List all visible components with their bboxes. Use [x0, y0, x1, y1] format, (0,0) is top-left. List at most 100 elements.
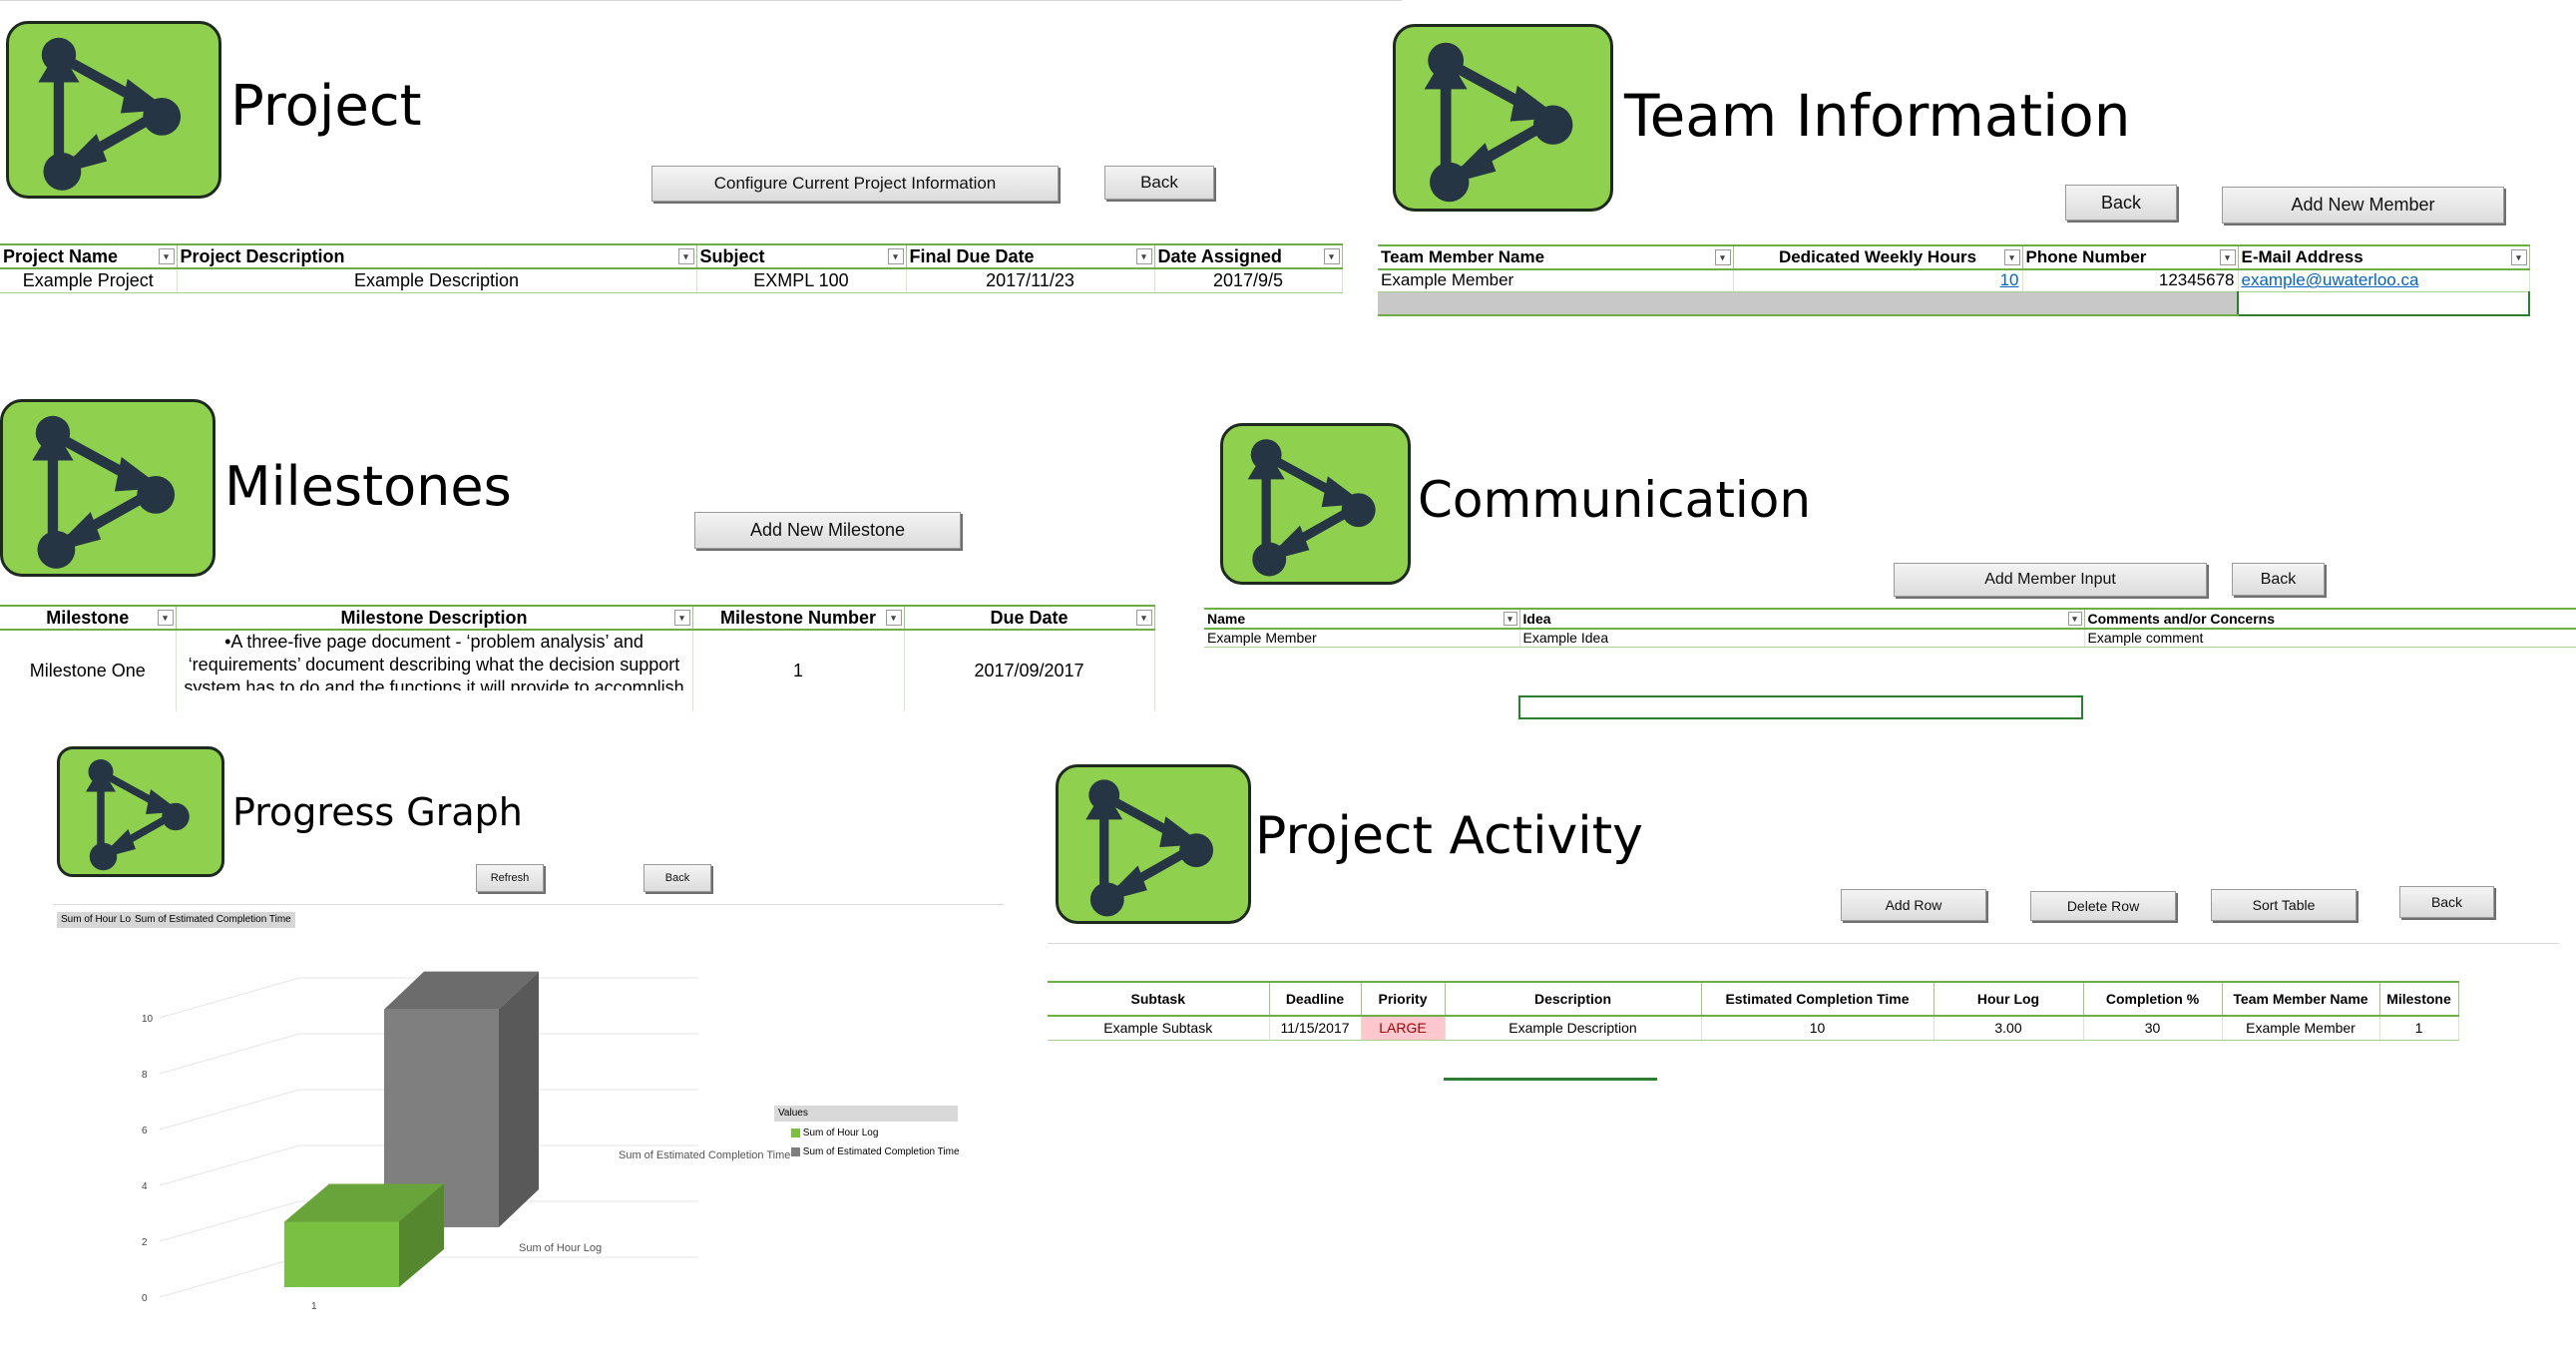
- chart-bar-front: [284, 1221, 399, 1287]
- team-cell-phone[interactable]: 12345678: [2022, 269, 2239, 292]
- chart-gridline: [159, 1089, 698, 1131]
- project-cell-description[interactable]: Example Description: [177, 268, 697, 293]
- table-row[interactable]: Example Project Example Description EXMP…: [0, 268, 1343, 293]
- activity-header-deadline[interactable]: Deadline: [1269, 981, 1362, 1017]
- project-cell-date-assigned[interactable]: 2017/9/5: [1154, 268, 1343, 293]
- communication-selected-cell[interactable]: [1518, 695, 2083, 719]
- team-cell-hours[interactable]: 10: [1733, 269, 2023, 292]
- filter-dropdown-icon[interactable]: ▾: [885, 610, 902, 626]
- table-row[interactable]: Example Member Example Idea Example comm…: [1204, 629, 2576, 648]
- chart-bars: [284, 971, 539, 1287]
- project-header-date-assigned[interactable]: Date Assigned▾: [1154, 243, 1343, 269]
- team-cell-name[interactable]: Example Member: [1378, 269, 1734, 292]
- team-back-button[interactable]: Back: [2065, 185, 2177, 221]
- configure-project-button[interactable]: Configure Current Project Information: [651, 166, 1059, 202]
- milestones-title: Milestones: [224, 455, 512, 518]
- pivot-field-button[interactable]: Sum of Estimated Completion Time: [131, 912, 295, 928]
- milestones-cell-number[interactable]: 1: [692, 630, 905, 711]
- activity-cell-milestone[interactable]: 1: [2379, 1016, 2459, 1041]
- communication-header-idea[interactable]: Idea▾: [1519, 608, 2085, 630]
- project-cell-subject[interactable]: EXMPL 100: [696, 268, 907, 293]
- communication-cell-name[interactable]: Example Member: [1204, 629, 1520, 648]
- project-header-name[interactable]: Project Name▾: [0, 243, 178, 269]
- activity-header-milestone[interactable]: Milestone: [2379, 981, 2459, 1017]
- project-cell-final-due[interactable]: 2017/11/23: [906, 268, 1155, 293]
- activity-cell-hour-log[interactable]: 3.00: [1933, 1016, 2084, 1041]
- team-header-hours[interactable]: Dedicated Weekly Hours▾: [1733, 244, 2023, 270]
- filter-dropdown-icon[interactable]: ▾: [1503, 612, 1517, 626]
- filter-dropdown-icon[interactable]: ▾: [1135, 610, 1152, 626]
- activity-cell-completion[interactable]: 30: [2083, 1016, 2223, 1041]
- communication-header-comments[interactable]: Comments and/or Concerns: [2084, 608, 2576, 630]
- milestones-header-due[interactable]: Due Date▾: [904, 605, 1155, 631]
- milestones-header-description[interactable]: Milestone Description▾: [176, 605, 693, 631]
- project-cell-name[interactable]: Example Project: [0, 268, 178, 293]
- table-row[interactable]: Milestone One •A three-five page documen…: [0, 630, 1155, 711]
- activity-selected-cell-edge: [1444, 1078, 1657, 1081]
- filter-dropdown-icon[interactable]: ▾: [2003, 249, 2020, 265]
- activity-cell-member[interactable]: Example Member: [2222, 1016, 2380, 1041]
- project-header-subject[interactable]: Subject▾: [696, 243, 907, 269]
- milestones-header-number[interactable]: Milestone Number▾: [692, 605, 905, 631]
- activity-back-button[interactable]: Back: [2399, 886, 2494, 918]
- communication-cell-comment[interactable]: Example comment: [2084, 629, 2576, 648]
- chart-bar-side: [399, 1183, 444, 1287]
- filter-dropdown-icon[interactable]: ▾: [2219, 249, 2236, 265]
- communication-header-name[interactable]: Name▾: [1204, 608, 1520, 630]
- project-header-final-due[interactable]: Final Due Date▾: [906, 243, 1155, 269]
- filter-dropdown-icon[interactable]: ▾: [157, 610, 174, 626]
- milestones-header-milestone[interactable]: Milestone▾: [0, 605, 177, 631]
- activity-cell-description[interactable]: Example Description: [1445, 1016, 1702, 1041]
- team-header-email[interactable]: E-Mail Address▾: [2238, 244, 2530, 270]
- team-selected-cell[interactable]: [2237, 291, 2530, 316]
- communication-cell-idea[interactable]: Example Idea: [1519, 629, 2085, 648]
- team-header-phone[interactable]: Phone Number▾: [2022, 244, 2239, 270]
- activity-header-description[interactable]: Description: [1445, 981, 1702, 1017]
- chart-bar-estimated-time[interactable]: [384, 971, 539, 1227]
- milestones-cell-description[interactable]: •A three-five page document - ‘problem a…: [176, 630, 693, 711]
- filter-dropdown-icon[interactable]: ▾: [2510, 249, 2527, 265]
- add-row-button[interactable]: Add Row: [1841, 889, 1986, 921]
- team-cell-email[interactable]: example@uwaterloo.ca: [2238, 269, 2530, 292]
- table-row[interactable]: [1378, 291, 2530, 316]
- activity-header-hour-log[interactable]: Hour Log: [1933, 981, 2084, 1017]
- activity-header-completion[interactable]: Completion %: [2083, 981, 2223, 1017]
- pivot-field-button[interactable]: Sum of Hour Log: [57, 912, 141, 928]
- activity-cell-subtask[interactable]: Example Subtask: [1048, 1016, 1270, 1041]
- delete-row-button[interactable]: Delete Row: [2030, 891, 2176, 921]
- team-empty-row-cell[interactable]: [1378, 291, 2239, 316]
- team-header-name[interactable]: Team Member Name▾: [1378, 244, 1734, 270]
- filter-dropdown-icon[interactable]: ▾: [1135, 248, 1152, 264]
- filter-dropdown-icon[interactable]: ▾: [158, 248, 175, 264]
- filter-dropdown-icon[interactable]: ▾: [1714, 249, 1731, 265]
- chart-legend-item: Sum of Estimated Completion Time: [791, 1146, 960, 1157]
- milestones-cell-due[interactable]: 2017/09/2017: [904, 630, 1155, 711]
- filter-dropdown-icon[interactable]: ▾: [1323, 248, 1340, 264]
- activity-header-priority[interactable]: Priority: [1361, 981, 1446, 1017]
- refresh-button[interactable]: Refresh: [476, 864, 544, 892]
- filter-dropdown-icon[interactable]: ▾: [673, 610, 690, 626]
- milestone-description-line: system has to do and the functions it wi…: [184, 678, 684, 690]
- add-new-member-button[interactable]: Add New Member: [2222, 187, 2504, 224]
- activity-cell-estimated-time[interactable]: 10: [1701, 1016, 1934, 1041]
- project-back-button[interactable]: Back: [1104, 166, 1214, 200]
- filter-dropdown-icon[interactable]: ▾: [2067, 612, 2082, 626]
- milestones-cell-name[interactable]: Milestone One: [0, 630, 177, 711]
- activity-cell-priority[interactable]: LARGE: [1361, 1016, 1446, 1041]
- communication-back-button[interactable]: Back: [2232, 563, 2325, 596]
- activity-header-member[interactable]: Team Member Name: [2222, 981, 2380, 1017]
- progress-back-button[interactable]: Back: [644, 864, 711, 892]
- add-new-milestone-button[interactable]: Add New Milestone: [694, 512, 961, 549]
- project-header-description[interactable]: Project Description▾: [177, 243, 697, 269]
- activity-header-estimated-time[interactable]: Estimated Completion Time: [1701, 981, 1934, 1017]
- add-member-input-button[interactable]: Add Member Input: [1894, 563, 2207, 597]
- chart-bar-hour-log[interactable]: [284, 1183, 444, 1287]
- sort-table-button[interactable]: Sort Table: [2211, 889, 2357, 921]
- activity-header-subtask[interactable]: Subtask: [1048, 981, 1270, 1017]
- activity-cell-deadline[interactable]: 11/15/2017: [1269, 1016, 1362, 1041]
- filter-dropdown-icon[interactable]: ▾: [677, 248, 694, 264]
- table-row[interactable]: Example Member 10 12345678 example@uwate…: [1378, 269, 2530, 292]
- table-row[interactable]: Example Subtask 11/15/2017 LARGE Example…: [1048, 1016, 2459, 1041]
- filter-dropdown-icon[interactable]: ▾: [887, 248, 904, 264]
